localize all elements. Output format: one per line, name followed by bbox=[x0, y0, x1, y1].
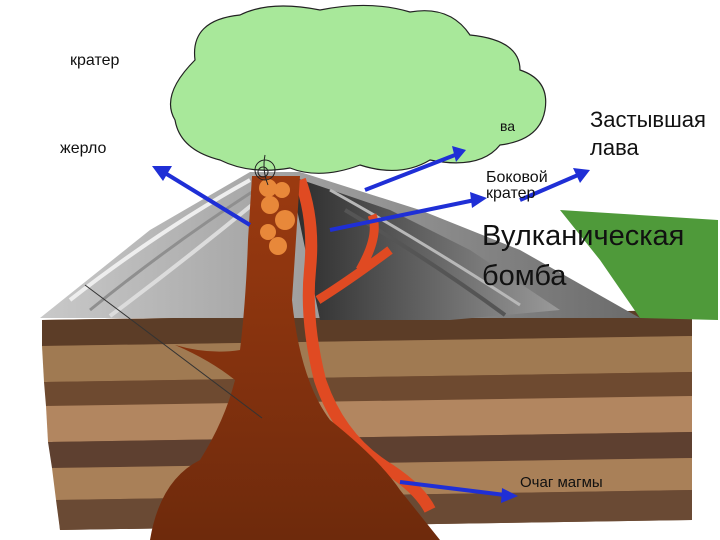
label-hardened-lava: Застывшая лава bbox=[590, 106, 706, 161]
label-side-crater: Боковой кратер bbox=[486, 170, 548, 202]
cross-section-line bbox=[84, 284, 263, 419]
label-volcanic-bomb: Вулканическая бомба bbox=[482, 216, 684, 296]
label-volcanic-bomb-line2: бомба bbox=[482, 260, 567, 293]
lava-channel bbox=[294, 177, 436, 513]
label-hardened-lava-line1: Застывшая bbox=[590, 107, 706, 132]
arrow-magma bbox=[399, 480, 506, 497]
label-lava-fragment: ва bbox=[500, 118, 516, 134]
arrow-side-crater bbox=[329, 198, 476, 232]
volcano-cone bbox=[40, 172, 640, 320]
magma-conduit bbox=[150, 176, 440, 540]
arrow-hardened-lava bbox=[519, 173, 579, 202]
pointer-arrows bbox=[152, 146, 590, 503]
arrow-lava bbox=[364, 153, 456, 192]
label-vent: жерло bbox=[60, 140, 107, 157]
label-magma-chamber: Очаг магмы bbox=[520, 474, 603, 491]
ash-cloud bbox=[169, 4, 547, 186]
label-side-crater-line2: кратер bbox=[486, 185, 536, 202]
arrow-vent bbox=[163, 171, 252, 227]
label-side-crater-line1: Боковой bbox=[486, 169, 548, 186]
label-crater: кратер bbox=[70, 52, 120, 69]
label-volcanic-bomb-line1: Вулканическая bbox=[482, 220, 685, 252]
grass-surface bbox=[560, 210, 718, 320]
label-hardened-lava-line2: лава bbox=[590, 134, 639, 160]
